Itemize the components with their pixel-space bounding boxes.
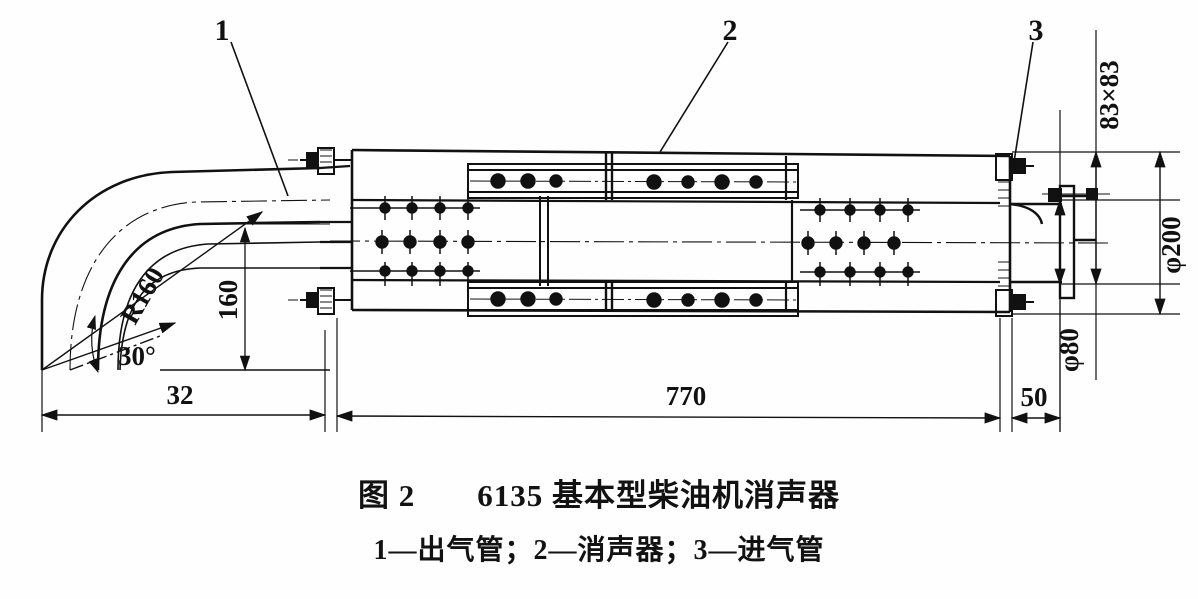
outlet-pipe-straight: [319, 164, 352, 270]
callout-3: 3: [1029, 14, 1044, 47]
figure-caption-legend: 1—出气管；2—消声器；3—进气管: [373, 535, 825, 566]
right-mounting-band: [995, 153, 1034, 317]
dim-label-32: 32: [167, 380, 194, 410]
inlet-pipe: [1009, 202, 1062, 284]
dim-label-phi80: φ80: [1054, 328, 1084, 372]
radius-construction: [41, 211, 264, 374]
extension-lines: [41, 300, 1061, 432]
callout-1: 1: [215, 14, 230, 47]
right-band-hatch: [998, 181, 1010, 287]
lower-band-centerline: [469, 298, 797, 301]
right-tube-rivets: [801, 204, 914, 278]
inlet-flange: [1058, 184, 1096, 300]
upper-band-centerline: [469, 180, 797, 183]
outlet-pipe-centerline: [69, 199, 331, 371]
figure-number: 图 2: [358, 478, 416, 513]
outlet-pipe-outline: [40, 166, 321, 371]
dim-label-160: 160: [213, 280, 243, 321]
upper-band-holes: [490, 173, 763, 190]
inner-tube-left: [539, 196, 549, 286]
figure-caption-title: 图 2 6135 基本型柴油机消声器: [0, 470, 1198, 515]
dim-label-770: 770: [666, 381, 707, 411]
left-tube-rivets: [375, 202, 475, 277]
dim-label-r160: R160: [114, 262, 170, 329]
left-bolt-heads: [306, 152, 318, 308]
upper-perforated-band: [467, 163, 799, 199]
dim-label-50: 50: [1021, 382, 1048, 412]
dim-label-30deg: 30°: [118, 341, 156, 371]
muffler-centerline: [329, 240, 1111, 244]
dim-line-770: [335, 410, 1002, 424]
left-band-bolt-hatch: [320, 149, 332, 309]
callout-leaders: [230, 41, 1034, 197]
lower-perforated-band: [467, 281, 799, 317]
dim-label-83x83: 83×83: [1094, 60, 1124, 129]
right-bolt-heads: [1012, 158, 1026, 310]
lower-band-holes: [490, 291, 763, 308]
outlet-pipe-inner: [117, 241, 321, 371]
figure-title: 6135 基本型柴油机消声器: [477, 478, 840, 513]
dim-160: [160, 223, 330, 372]
left-mounting-band: [300, 147, 352, 315]
rivet-stems: [350, 196, 920, 286]
dim-label-phi200: φ200: [1156, 216, 1186, 273]
callout-2: 2: [723, 14, 738, 47]
